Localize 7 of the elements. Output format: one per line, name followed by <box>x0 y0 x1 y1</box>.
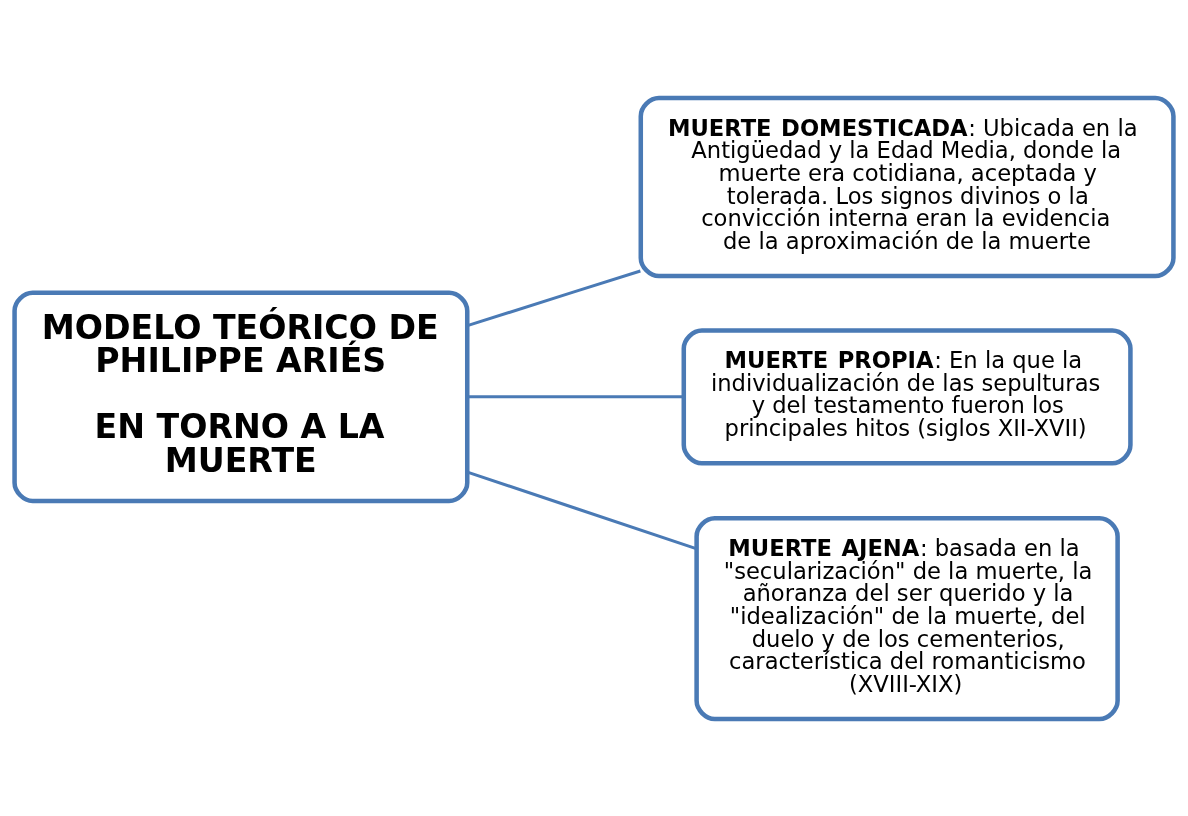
node-box: MUERTE AJENA: basada en la "secularización" de la muerte, la añoranza del ser querido y la "idealización" de la muerte, del duelo y de los cementerios, característica del romanticismo (XVIII-XIX) <box>694 515 1120 721</box>
connector <box>466 470 697 550</box>
node-box: MUERTE PROPIA: En la que la individualización de las sepulturas y del testamento fueron los principales hitos (siglos XII-XVII) <box>681 327 1133 465</box>
connector <box>466 269 641 327</box>
node-box: MUERTE DOMESTICADA: Ubicada en la Antigüedad y la Edad Media, donde la muerte era cotidiana, aceptada y tolerada. Los signos divinos o la convicción interna eran la evidencia de la aproximación de la muerte <box>638 95 1176 278</box>
node-box: MODELO TEÓRICO DE PHILIPPE ARIÉS EN TORNO A LA MUERTE <box>12 289 470 503</box>
connector <box>467 394 684 398</box>
